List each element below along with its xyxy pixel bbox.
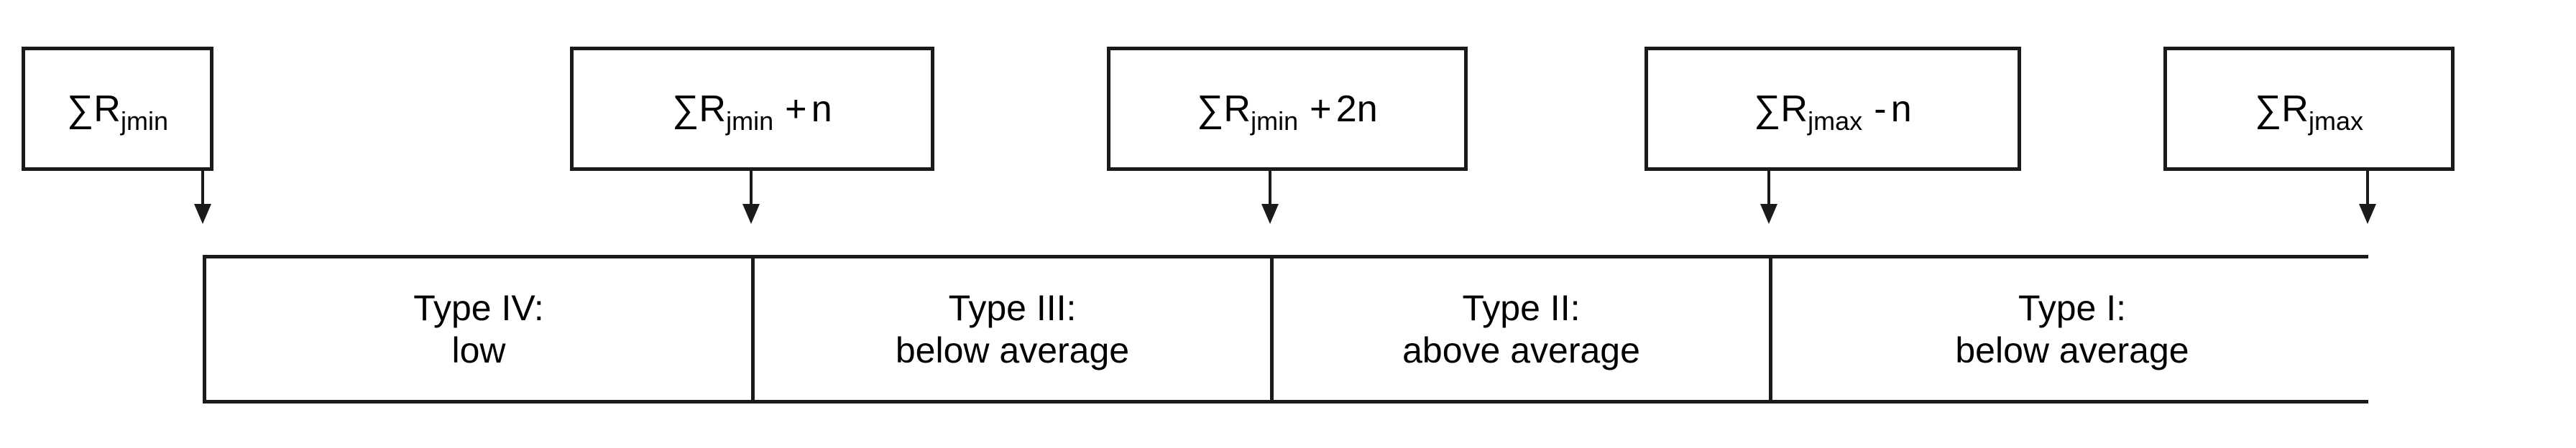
- bar-segment-title: Type I:: [2018, 287, 2127, 328]
- threshold-label: ∑Rjmin +n: [672, 88, 832, 134]
- bar-segment-type-i: Type I:below average: [1772, 258, 2372, 400]
- threshold-subscript: jmin: [726, 106, 774, 136]
- threshold-symbol: ∑R: [1197, 88, 1251, 130]
- threshold-box-sum-r-jmin-plus-2n: ∑Rjmin +2n: [1107, 47, 1468, 171]
- threshold-subscript: jmin: [121, 106, 169, 136]
- threshold-operand: n: [811, 88, 832, 130]
- threshold-label: ∑Rjmax: [2254, 88, 2363, 134]
- bar-segment-type-iii: Type III:below average: [755, 258, 1274, 400]
- down-arrow-icon-arrow-to-bar-end: [2353, 171, 2382, 224]
- threshold-operator: +: [785, 88, 807, 130]
- down-arrow-icon-arrow-to-divider-3: [1754, 171, 1783, 224]
- down-arrow-icon-arrow-to-bar-start: [188, 171, 217, 224]
- bar-segment-title: Type IV:: [413, 287, 544, 328]
- threshold-box-sum-r-jmin: ∑Rjmin: [22, 47, 213, 171]
- threshold-subscript: jmin: [1251, 106, 1299, 136]
- threshold-label: ∑Rjmax-n: [1754, 88, 1912, 134]
- bar-segment-description: above average: [1402, 330, 1640, 370]
- threshold-label: ∑Rjmin: [66, 88, 168, 134]
- bar-segment-title: Type III:: [948, 287, 1077, 328]
- bar-segment-description: low: [451, 330, 506, 370]
- threshold-subscript: jmax: [1808, 106, 1863, 136]
- bar-segment-type-ii: Type II:above average: [1274, 258, 1772, 400]
- threshold-box-sum-r-jmax-minus-n: ∑Rjmax-n: [1644, 47, 2021, 171]
- threshold-label: ∑Rjmin +2n: [1197, 88, 1378, 134]
- threshold-operand: 2n: [1335, 88, 1378, 130]
- bar-segment-type-iv: Type IV:low: [206, 258, 755, 400]
- bar-segment-description: below average: [895, 330, 1130, 370]
- bar-segment-description: below average: [1955, 330, 2189, 370]
- threshold-operator: -: [1874, 88, 1887, 130]
- threshold-box-sum-r-jmin-plus-n: ∑Rjmin +n: [570, 47, 934, 171]
- threshold-box-sum-r-jmax: ∑Rjmax: [2163, 47, 2455, 171]
- threshold-symbol: ∑R: [66, 88, 121, 130]
- threshold-operator: +: [1310, 88, 1332, 130]
- down-arrow-icon-arrow-to-divider-1: [737, 171, 765, 224]
- threshold-symbol: ∑R: [672, 88, 727, 130]
- threshold-operand: n: [1890, 88, 1912, 130]
- down-arrow-icon-arrow-to-divider-2: [1256, 171, 1284, 224]
- threshold-symbol: ∑R: [1754, 88, 1808, 130]
- bar-segment-title: Type II:: [1462, 287, 1581, 328]
- threshold-subscript: jmax: [2309, 106, 2364, 136]
- threshold-symbol: ∑R: [2254, 88, 2309, 130]
